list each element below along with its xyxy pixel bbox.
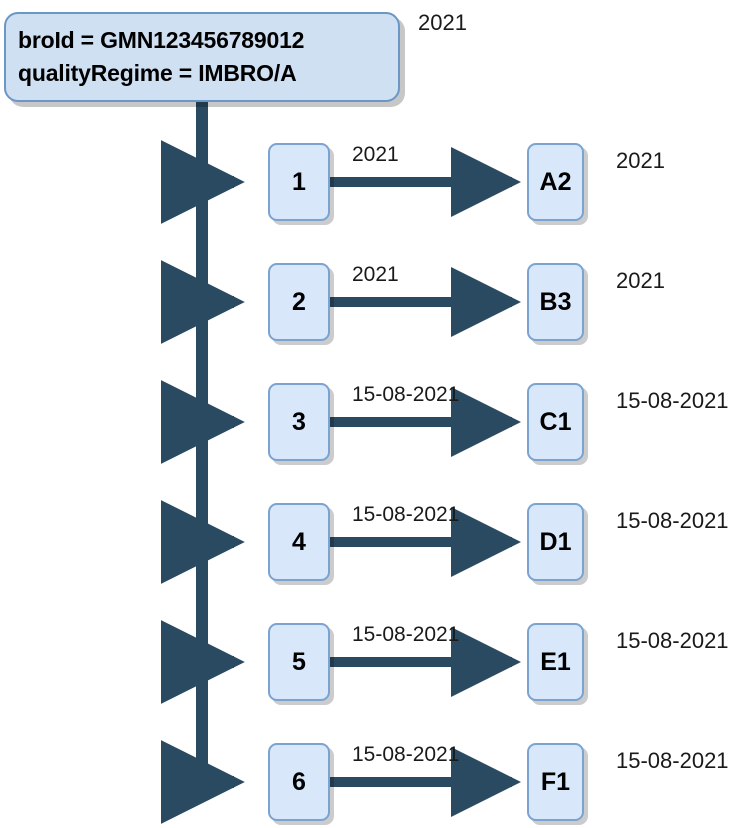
side-label-4: 15-08-2021 [616, 508, 729, 533]
side-label-2: 2021 [616, 268, 665, 293]
edge-label-1: 2021 [352, 143, 399, 166]
side-label-6: 15-08-2021 [616, 748, 729, 773]
left-node-6[interactable]: 6 [268, 743, 330, 821]
edge-label-5: 15-08-2021 [352, 623, 460, 646]
edge-label-2: 2021 [352, 263, 399, 286]
branch-line-4 [160, 500, 245, 584]
branch-line-3 [160, 380, 245, 464]
edge-label-3: 15-08-2021 [352, 383, 460, 406]
left-node-4[interactable]: 4 [268, 503, 330, 581]
root-node-line-broid: broId = GMN123456789012 [18, 27, 305, 53]
left-node-2[interactable]: 2 [268, 263, 330, 341]
right-node-2[interactable]: B3 [527, 263, 584, 341]
left-node-5[interactable]: 5 [268, 623, 330, 701]
side-label-3: 15-08-2021 [616, 388, 729, 413]
branch-line-1 [160, 140, 245, 224]
side-label-1: 2021 [616, 148, 665, 173]
right-node-6[interactable]: F1 [527, 743, 584, 821]
root-node-line-qualityregime: qualityRegime = IMBRO/A [18, 60, 297, 86]
edge-label-6: 15-08-2021 [352, 743, 460, 766]
right-node-5[interactable]: E1 [527, 623, 584, 701]
left-node-3[interactable]: 3 [268, 383, 330, 461]
right-node-4[interactable]: D1 [527, 503, 584, 581]
right-node-3[interactable]: C1 [527, 383, 584, 461]
branch-line-2 [160, 260, 245, 344]
branch-line-5 [160, 620, 245, 704]
root-side-label: 2021 [418, 10, 467, 35]
trunk-line [160, 102, 245, 824]
side-label-5: 15-08-2021 [616, 628, 729, 653]
root-node[interactable]: broId = GMN123456789012 qualityRegime = … [4, 12, 400, 102]
left-node-1[interactable]: 1 [268, 143, 330, 221]
edge-label-4: 15-08-2021 [352, 503, 460, 526]
right-node-1[interactable]: A2 [527, 143, 584, 221]
